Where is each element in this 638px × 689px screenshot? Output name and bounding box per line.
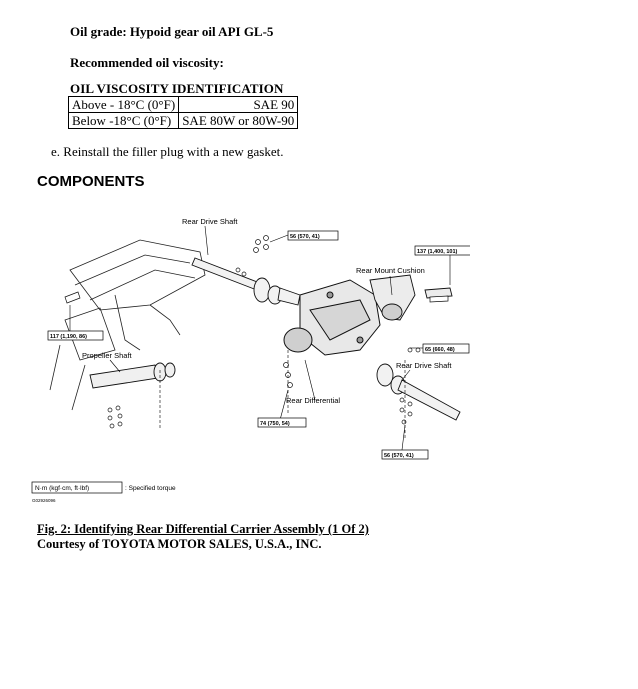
torque-box: 117 (1,190, 86) xyxy=(47,330,104,341)
propeller-shaft xyxy=(89,362,176,389)
table-cell-temp: Above - 18°C (0°F) xyxy=(67,96,180,113)
label-propeller-shaft: Propeller Shaft xyxy=(82,351,133,360)
torque-box: 56 (570, 41) xyxy=(287,230,339,241)
torque-value: 65 (660, 48) xyxy=(425,347,455,353)
leader-lines xyxy=(69,225,451,451)
figure-courtesy: Courtesy of TOYOTA MOTOR SALES, U.S.A., … xyxy=(37,537,322,551)
figure-caption: Fig. 2: Identifying Rear Differential Ca… xyxy=(37,522,369,536)
label-rear-differential: Rear Differential xyxy=(286,396,340,405)
components-heading: COMPONENTS xyxy=(37,173,145,190)
fasteners xyxy=(64,235,449,429)
frame-illustration xyxy=(49,239,206,411)
differential-carrier xyxy=(283,279,381,356)
rear-mount-cushion xyxy=(369,274,453,321)
torque-box: 137 (1,400, 101) xyxy=(414,245,470,256)
oil-grade-text: Oil grade: Hypoid gear oil API GL-5 xyxy=(70,24,274,39)
components-diagram: Rear Drive Shaft Rear Mount Cushion Prop… xyxy=(31,217,470,503)
table-cell-temp: Below -18°C (0°F) xyxy=(67,112,180,129)
torque-value: 74 (750, 54) xyxy=(260,421,290,427)
table-cell-sae: SAE 90 xyxy=(178,96,299,113)
legend-description: : Specified torque xyxy=(125,485,176,492)
step-e-text: e. Reinstall the filler plug with a new … xyxy=(51,144,284,159)
table-cell-sae: SAE 80W or 80W-90 xyxy=(178,112,299,129)
viscosity-table: Above - 18°C (0°F) SAE 90 Below -18°C (0… xyxy=(67,96,299,129)
label-rear-drive-shaft-top: Rear Drive Shaft xyxy=(182,217,238,226)
torque-value: 56 (570, 41) xyxy=(384,453,414,459)
table-row: Above - 18°C (0°F) SAE 90 xyxy=(67,96,299,113)
label-rear-mount-cushion: Rear Mount Cushion xyxy=(356,266,425,275)
rear-drive-shaft-lower xyxy=(376,363,461,421)
table-row: Below -18°C (0°F) SAE 80W or 80W-90 xyxy=(67,112,299,129)
figure-code: G02926096 xyxy=(32,498,56,503)
legend-units: N·m (kgf·cm, ft·lbf) xyxy=(35,485,89,492)
torque-legend: N·m (kgf·cm, ft·lbf) : Specified torque … xyxy=(31,481,176,503)
torque-box: 65 (660, 48) xyxy=(422,343,470,354)
torque-box: 56 (570, 41) xyxy=(381,449,429,460)
rear-drive-shaft-upper xyxy=(191,257,301,306)
torque-value: 137 (1,400, 101) xyxy=(417,249,458,255)
oil-viscosity-heading: Recommended oil viscosity: xyxy=(70,55,224,70)
torque-value: 117 (1,190, 86) xyxy=(50,334,87,340)
label-rear-drive-shaft-right: Rear Drive Shaft xyxy=(396,361,452,370)
torque-value: 56 (570, 41) xyxy=(290,234,320,240)
viscosity-table-title: OIL VISCOSITY IDENTIFICATION xyxy=(70,81,284,96)
torque-box: 74 (750, 54) xyxy=(257,417,307,428)
